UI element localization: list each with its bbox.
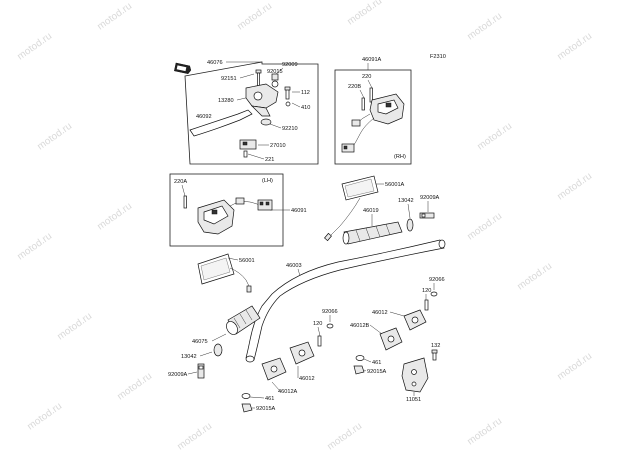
left-lever-group: 46076 92151 92009 92015 13280 112 410 46…	[174, 60, 319, 165]
part-label-410: 410	[301, 105, 310, 111]
part-label-92210: 92210	[282, 126, 298, 132]
part-label-46019: 46019	[363, 208, 379, 214]
part-label-11051: 11051	[406, 397, 421, 403]
part-label-46012A: 46012A	[278, 389, 298, 395]
part-label-46012B: 46012B	[350, 323, 370, 329]
bolt-shape	[255, 69, 262, 87]
connector-shape	[257, 199, 273, 211]
watermark: motod.ru	[95, 201, 134, 233]
lever-switch-shape	[239, 139, 257, 150]
watermark: motod.ru	[555, 351, 594, 383]
part-label-46075: 46075	[192, 339, 208, 345]
right-grip-group: 46019 13042 92009A	[342, 195, 440, 245]
bar-end-weight-shape	[406, 218, 414, 232]
watermark: motod.ru	[555, 31, 594, 63]
part-label-220A: 220A	[174, 179, 187, 185]
part-label-92015A-r: 92015A	[367, 369, 387, 375]
rh-switch-group: 46091A 220 220B (RH)	[334, 57, 412, 165]
lever-group-frame	[184, 61, 319, 165]
part-label-220B: 220B	[348, 84, 361, 90]
part-label-46012-m: 46012	[299, 376, 315, 382]
part-label-92066-m: 92066	[322, 309, 338, 315]
left-mirror: 56001	[197, 253, 255, 293]
side-label-rh: (RH)	[394, 154, 406, 160]
part-label-461-b: 461	[265, 396, 274, 402]
watermark: motod.ru	[25, 401, 64, 433]
watermark: motod.ru	[15, 31, 54, 63]
part-label-46091: 46091	[291, 208, 307, 214]
watermark: motod.ru	[35, 121, 74, 153]
part-label-92066-r: 92066	[429, 277, 445, 283]
watermark: motod.ru	[175, 421, 214, 453]
right-mirror: 56001A	[324, 175, 405, 242]
watermark: motod.ru	[15, 231, 54, 263]
mounting-bracket-shape	[401, 357, 429, 393]
part-label-92009A-top: 92009A	[420, 195, 440, 201]
part-label-46012-r: 46012	[372, 310, 388, 316]
side-label-lh: (LH)	[262, 178, 273, 184]
part-label-13042-bot: 13042	[181, 354, 197, 360]
part-label-27010: 27010	[270, 143, 286, 149]
watermark: motod.ru	[465, 416, 504, 448]
watermark: motod.ru	[475, 121, 514, 153]
watermark: motod.ru	[465, 11, 504, 43]
part-label-92009A-bot: 92009A	[168, 372, 188, 378]
part-label-461-r: 461	[372, 360, 381, 366]
part-label-221: 221	[265, 157, 274, 163]
screw-shape	[271, 73, 279, 81]
lh-switch-group: 220A (LH) 46091	[169, 173, 307, 247]
figure-code: F2310	[430, 54, 446, 60]
part-label-132: 132	[431, 343, 440, 349]
bar-end-weight-shape	[213, 343, 223, 357]
handlebar: 46003	[245, 239, 446, 363]
part-label-112: 112	[301, 90, 310, 96]
part-label-46091A: 46091A	[362, 57, 382, 63]
watermark: motod.ru	[325, 421, 364, 453]
part-label-92151: 92151	[221, 76, 237, 82]
washer-shape	[271, 80, 279, 88]
part-label-120-m: 120	[313, 321, 322, 327]
handlebar-tube-shape	[245, 239, 445, 361]
watermark: motod.ru	[95, 1, 134, 33]
connector-shape	[341, 143, 355, 153]
part-label-13280: 13280	[218, 98, 234, 104]
part-label-92015: 92015	[267, 69, 283, 75]
watermark: motod.ru	[555, 171, 594, 203]
part-label-220: 220	[362, 74, 371, 80]
watermark-layer: motod.ru motod.ru motod.ru motod.ru moto…	[15, 0, 594, 452]
part-label-13042-top: 13042	[398, 198, 414, 204]
part-label-46092: 46092	[196, 114, 212, 120]
part-label-92009: 92009	[282, 62, 298, 68]
watermark: motod.ru	[515, 261, 554, 293]
tag-icon	[174, 62, 192, 75]
watermark: motod.ru	[55, 311, 94, 343]
rh-switch-frame	[334, 69, 412, 165]
part-label-56001: 56001	[239, 258, 255, 264]
right-grip-shape	[343, 221, 403, 245]
part-label-46003: 46003	[286, 263, 302, 269]
left-grip-group: 46075 13042 92009A	[168, 305, 261, 379]
center-holder-group: 92066 120 46012 46012A 461 92015A	[241, 309, 338, 413]
part-label-56001A: 56001A	[385, 182, 405, 188]
clutch-lever-shape	[189, 109, 253, 137]
part-label-92015A-b: 92015A	[256, 406, 276, 412]
watermark: motod.ru	[235, 1, 274, 33]
right-holder-group: 92066 120 46012 46012B 461 92015A 11051 …	[350, 277, 445, 403]
part-label-120-r: 120	[422, 288, 431, 294]
part-label-46076: 46076	[207, 60, 223, 66]
watermark: motod.ru	[115, 371, 154, 403]
connector-shape	[351, 119, 361, 127]
watermark: motod.ru	[345, 0, 384, 27]
watermark: motod.ru	[465, 211, 504, 243]
